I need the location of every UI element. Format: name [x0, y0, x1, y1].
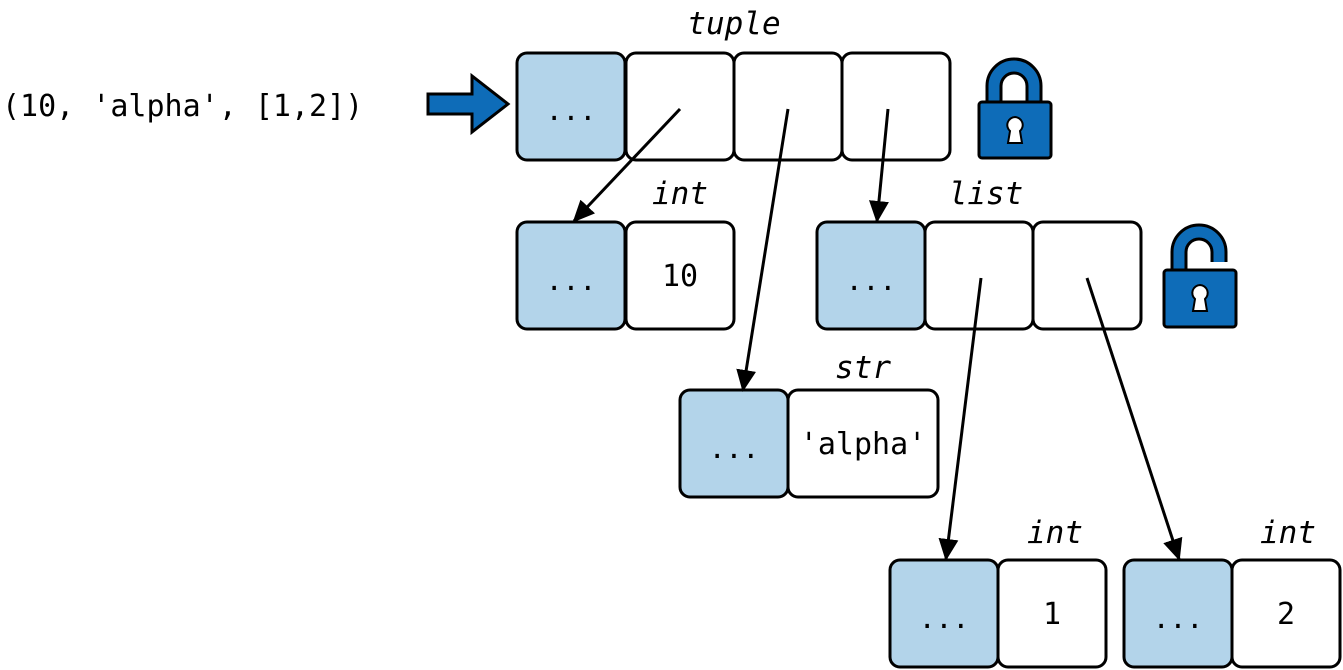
int-1-value: 1 [1043, 597, 1061, 632]
list-slot-0 [923, 220, 1035, 331]
str-type-label: str [835, 350, 891, 386]
right-arrow-icon [426, 72, 511, 136]
int-1-type-label: int [1027, 515, 1083, 551]
tuple-slot-0 [624, 51, 736, 162]
list-slot-1 [1031, 220, 1143, 331]
list-to-int-1-arrow [938, 277, 983, 561]
str-value-cell [786, 388, 940, 499]
int-1-header-text: ... [919, 602, 970, 635]
locked-padlock-icon [977, 57, 1053, 160]
tuple-literal-expression: (10, 'alpha', [1,2]) [2, 89, 363, 124]
list-to-int-2-arrow [1085, 277, 1183, 561]
tuple-slot-1 [732, 51, 844, 162]
str-header-text: ... [709, 432, 760, 465]
tuple-header-text: ... [546, 94, 597, 127]
int-1-object: int ... 1 [888, 515, 1108, 669]
list-object: list ... [815, 176, 1143, 331]
int-10-value: 10 [662, 259, 698, 294]
list-header-text: ... [846, 264, 897, 297]
tuple-to-str-arrow [736, 108, 790, 392]
int-10-type-label: int [652, 176, 708, 212]
unlocked-padlock-icon [1162, 223, 1238, 329]
int-10-object: int ... 10 [515, 176, 736, 331]
tuple-object: tuple ... [515, 6, 952, 162]
tuple-type-label: tuple [687, 6, 780, 42]
int-10-header-text: ... [546, 264, 597, 297]
tuple-to-list-arrow [869, 108, 890, 223]
int-1-value-cell [996, 558, 1108, 669]
tuple-slot-2 [840, 51, 952, 162]
str-value: 'alpha' [800, 427, 926, 462]
int-2-type-label: int [1260, 515, 1316, 551]
tuple-to-int-10-arrow [572, 107, 682, 223]
str-object: str ... 'alpha' [678, 350, 940, 499]
int-2-value: 2 [1277, 597, 1295, 632]
int-2-header-text: ... [1153, 602, 1204, 635]
list-type-label: list [949, 176, 1024, 212]
int-2-object: int ... 2 [1122, 515, 1342, 669]
int-10-value-cell [624, 220, 736, 331]
int-2-value-cell [1230, 558, 1342, 669]
